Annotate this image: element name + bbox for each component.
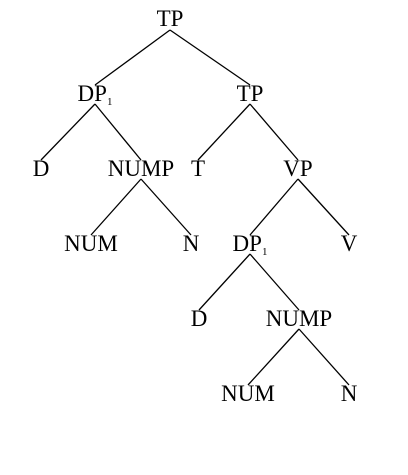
node-label-num-object: NUM: [221, 381, 275, 406]
node-d-object: D: [191, 306, 208, 331]
branch-dp-subject-to-nump-subject: [94, 103, 142, 161]
branch-nump-object-to-n-object: [298, 328, 350, 386]
branch-tp-bar-to-vp: [249, 103, 299, 161]
branch-dp-object-to-d-object: [198, 253, 251, 311]
node-label-d-subject: D: [33, 156, 50, 181]
node-d-subject: D: [33, 156, 50, 181]
branch-nump-object-to-num-object: [247, 328, 300, 386]
node-num-subject: NUM: [64, 231, 118, 256]
node-label-n-object: N: [341, 381, 358, 406]
tree-branches: [40, 29, 350, 386]
node-label-vp: VP: [283, 156, 312, 181]
node-label-d-object: D: [191, 306, 208, 331]
branch-dp-object-to-nump-object: [249, 253, 300, 311]
branch-nump-subject-to-n-subject: [140, 178, 192, 236]
node-n-subject: N: [183, 231, 200, 256]
branch-tp-root-to-tp-bar: [169, 29, 251, 86]
node-t-head: T: [191, 156, 205, 181]
node-label-tp-bar: TP: [237, 81, 264, 106]
node-nump-subject: NUMP: [108, 156, 174, 181]
node-dp-object: DP1: [233, 231, 268, 258]
node-label-dp-object: DP: [233, 231, 262, 256]
node-nump-object: NUMP: [266, 306, 332, 331]
node-label-num-subject: NUM: [64, 231, 118, 256]
branch-vp-to-v-head: [297, 178, 350, 236]
branch-vp-to-dp-object: [249, 178, 299, 236]
node-subscript-dp-object: 1: [262, 246, 268, 258]
node-tp-bar: TP: [237, 81, 264, 106]
node-dp-subject: DP1: [78, 81, 113, 108]
node-tp-root: TP: [157, 6, 184, 31]
node-v-head: V: [341, 231, 358, 256]
node-n-object: N: [341, 381, 358, 406]
node-label-tp-root: TP: [157, 6, 184, 31]
branch-dp-subject-to-d-subject: [40, 103, 96, 161]
node-label-nump-subject: NUMP: [108, 156, 174, 181]
node-label-dp-subject: DP: [78, 81, 107, 106]
node-label-t-head: T: [191, 156, 205, 181]
branch-nump-subject-to-num-subject: [90, 178, 142, 236]
branch-tp-bar-to-t-head: [197, 103, 251, 161]
node-vp: VP: [283, 156, 312, 181]
node-label-nump-object: NUMP: [266, 306, 332, 331]
branch-tp-root-to-dp-subject: [94, 29, 171, 86]
node-subscript-dp-subject: 1: [107, 96, 113, 108]
node-label-v-head: V: [341, 231, 358, 256]
node-num-object: NUM: [221, 381, 275, 406]
node-label-n-subject: N: [183, 231, 200, 256]
